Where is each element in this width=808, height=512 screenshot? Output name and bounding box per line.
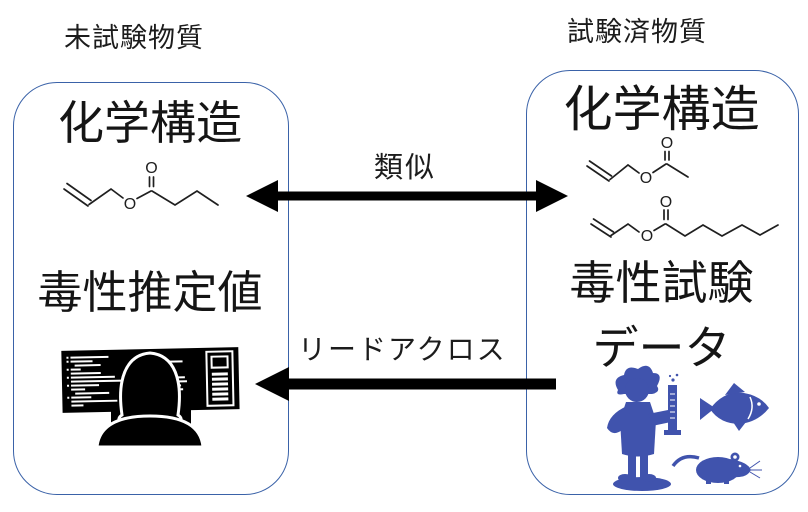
read-across-left-arrow	[255, 367, 556, 401]
oxygen-atom-label: O	[640, 170, 652, 187]
oxygen-atom-label: O	[124, 196, 136, 213]
toxicity-test-data-heading: 毒性試験 データ	[526, 258, 797, 373]
tested-chemical-structure-drawing-1: O O	[586, 136, 689, 187]
oxygen-atom-label: O	[145, 160, 157, 177]
analyst-head	[117, 351, 183, 426]
oxygen-atom-label: O	[660, 196, 672, 211]
fish-silhouette	[700, 383, 769, 431]
toxicity-test-line2: データ	[592, 321, 731, 374]
untested-substance-title: 未試験物質	[64, 23, 204, 53]
tested-substance-title: 試験済物質	[567, 17, 707, 47]
analyst-shoulders	[95, 414, 205, 447]
tested-substance-box	[526, 70, 799, 495]
rat-silhouette	[671, 452, 762, 484]
scientist-silhouette	[607, 365, 681, 491]
scientist-fish-rat-icon	[607, 365, 769, 491]
untested-chemical-structure-drawing: O O	[63, 160, 219, 213]
toxicity-estimate-heading: 毒性推定値	[37, 267, 263, 318]
read-across-label: リードアクロス	[298, 334, 507, 365]
tested-chemical-structure-drawing-2: O O	[590, 196, 779, 245]
toxicity-test-line1: 毒性試験	[569, 257, 754, 309]
similarity-label: 類似	[374, 152, 437, 184]
person-at-computer-icon	[61, 347, 240, 447]
untested-structure-heading: 化学構造	[58, 97, 242, 149]
oxygen-atom-label: O	[661, 136, 673, 152]
tested-structure-heading: 化学構造	[563, 83, 760, 137]
oxygen-atom-label: O	[641, 228, 653, 245]
